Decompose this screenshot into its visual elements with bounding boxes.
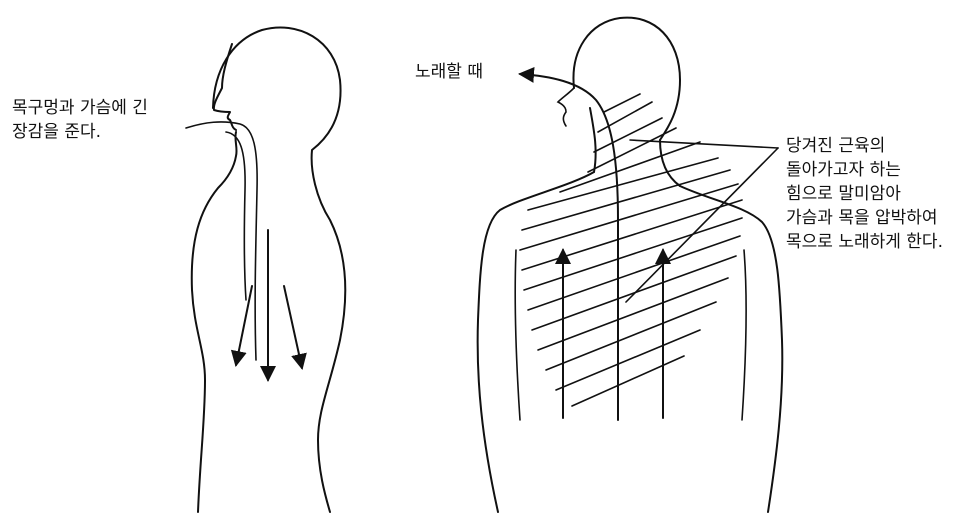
hatch-line bbox=[528, 236, 740, 310]
leftward-arrow-icon bbox=[520, 74, 618, 420]
right-caption-line-5: 목으로 노래하게 한다. bbox=[786, 230, 943, 254]
right-neck-right bbox=[660, 140, 680, 186]
downward-arrow-icon bbox=[284, 286, 302, 368]
hatch-line bbox=[588, 128, 676, 172]
right-right-shoulder-torso bbox=[680, 186, 782, 512]
right-caption-line-1: 당겨진 근육의 bbox=[786, 134, 943, 158]
hatch-line bbox=[522, 170, 730, 230]
right-caption-line-4: 가슴과 목을 압박하여 bbox=[786, 206, 943, 230]
hatch-line bbox=[538, 278, 728, 350]
caption-pointer-line bbox=[630, 140, 778, 148]
hatch-line bbox=[546, 302, 716, 370]
singing-label: 노래할 때 bbox=[415, 60, 483, 84]
right-right-arm-line bbox=[742, 250, 746, 420]
right-left-arm-line bbox=[515, 250, 520, 420]
left-face-outline bbox=[214, 44, 236, 130]
hatch-line bbox=[594, 118, 662, 152]
right-neck-left bbox=[590, 108, 596, 172]
hatch-line bbox=[522, 200, 742, 270]
right-caption-line-3: 힘으로 말미암아 bbox=[786, 182, 943, 206]
left-caption-line-2: 장감을 준다. bbox=[12, 120, 148, 144]
right-left-shoulder-torso bbox=[478, 172, 594, 512]
hatch-line bbox=[520, 184, 738, 250]
hatch-line bbox=[528, 158, 718, 210]
hatch-line bbox=[572, 356, 684, 406]
right-caption: 당겨진 근육의 돌아가고자 하는 힘으로 말미암아 가슴과 목을 압박하여 목으… bbox=[786, 134, 943, 254]
left-caption: 목구멍과 가슴에 긴 장감을 준다. bbox=[12, 96, 148, 144]
left-body-profile bbox=[186, 27, 345, 512]
right-face-outline bbox=[558, 88, 574, 126]
right-body-back bbox=[478, 18, 783, 512]
downward-arrow-icon bbox=[236, 286, 252, 365]
right-head-outline bbox=[573, 18, 680, 140]
left-front-outline bbox=[192, 132, 237, 512]
hatch-line bbox=[524, 218, 742, 290]
left-caption-line-1: 목구멍과 가슴에 긴 bbox=[12, 96, 148, 120]
right-caption-line-2: 돌아가고자 하는 bbox=[786, 158, 943, 182]
caption-pointer-line bbox=[626, 148, 778, 302]
singing-label-text: 노래할 때 bbox=[415, 60, 483, 84]
left-head-back-outline bbox=[213, 27, 345, 512]
hatch-line bbox=[604, 94, 640, 112]
